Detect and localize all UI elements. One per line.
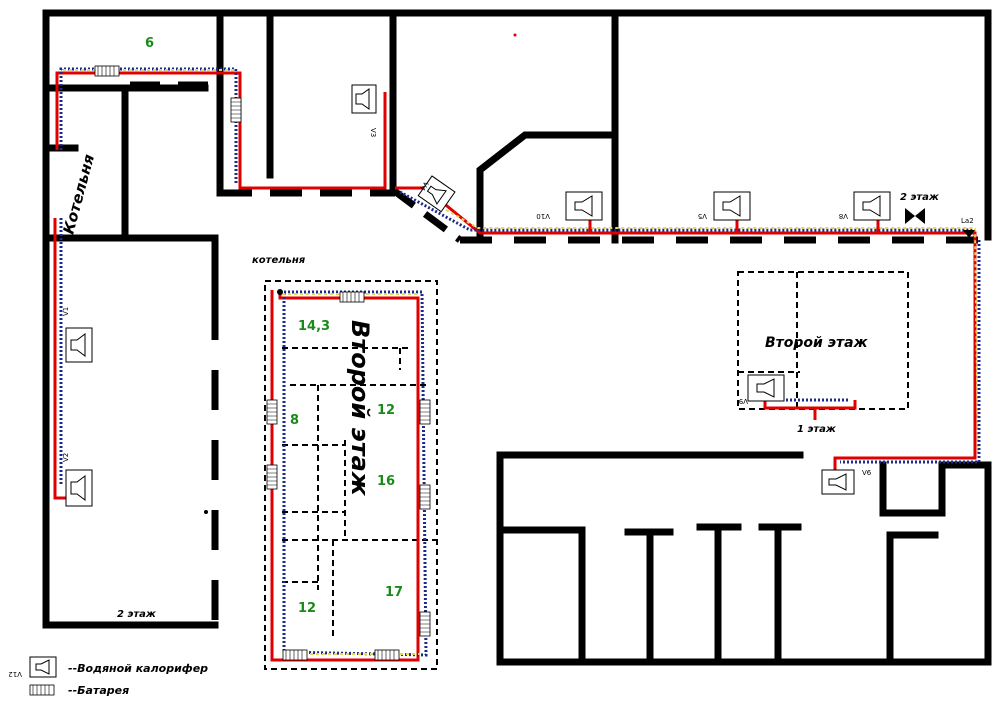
room-number-8: 8 [290,413,299,428]
heater-v9-icon [747,374,785,402]
outer-walls [42,9,992,629]
unit-label-v2: V2 [62,453,70,462]
radiators [94,65,431,661]
heater-v1-icon [65,327,93,363]
unit-label-v6: V6 [862,469,872,477]
legend-battery-icon [29,684,55,696]
unit-label-v1: V1 [62,307,70,316]
unit-label-v3: V3 [369,128,377,137]
heater-v6-icon [821,469,855,495]
room-number-12a: 12 [377,403,395,418]
room-number-12b: 12 [298,601,316,616]
unit-label-v5: V5 [698,212,707,220]
radiator-icon [230,97,242,123]
heater-v8-icon [853,191,891,221]
unit-label-la2: La2 [961,217,974,225]
legend-battery-label: --Батарея [68,684,129,697]
legend: V12 --Водяной калорифер --Батарея [8,656,208,697]
unit-label-v10: V10 [536,212,550,220]
second-floor-central-label: Второй этаж [346,320,374,497]
junction-dot-icon [277,289,283,295]
valve-icon [905,208,925,224]
radiator-icon [419,484,431,510]
heater-v2-icon [65,469,93,507]
legend-heater-label: --Водяной калорифер [68,662,208,675]
dashed-walls [130,81,988,625]
radiator-icon [266,399,278,425]
radiator-icon [282,649,308,661]
radiator-icon [419,611,431,637]
second-floor-box-label: Второй этаж [765,335,869,351]
red-dot-icon [513,33,517,37]
room-number-17: 17 [385,585,403,600]
boiler-room-small-label: котельня [252,255,306,266]
legend-heater-icon [29,656,57,678]
heater-v10-icon [565,191,603,221]
radiator-icon [374,649,400,661]
radiator-icon [339,291,365,303]
second-floor-left-label: 2 этаж [117,609,157,620]
heater-v3-icon [351,84,377,114]
boiler-room-label: Котельня [59,152,98,236]
first-floor-label: 1 этаж [797,424,837,435]
room-number-6: 6 [145,36,154,51]
heater-v5-icon [713,191,751,221]
heater-units [65,84,891,507]
radiator-icon [94,65,120,77]
unit-label-v9: V9 [739,397,748,405]
room-number-16: 16 [377,474,395,489]
legend-unit-label-v12: V12 [8,670,22,678]
room-number-14-3: 14,3 [298,319,330,334]
radiator-icon [419,399,431,425]
heater-v4-icon [417,175,456,213]
pipes [53,67,981,662]
unit-label-v8: V8 [839,212,848,220]
radiator-icon [266,464,278,490]
la2-triangle-icon [963,230,975,238]
interior-walls [42,9,992,666]
second-floor-right-label: 2 этаж [900,192,940,203]
junction-dot-icon [204,510,208,514]
